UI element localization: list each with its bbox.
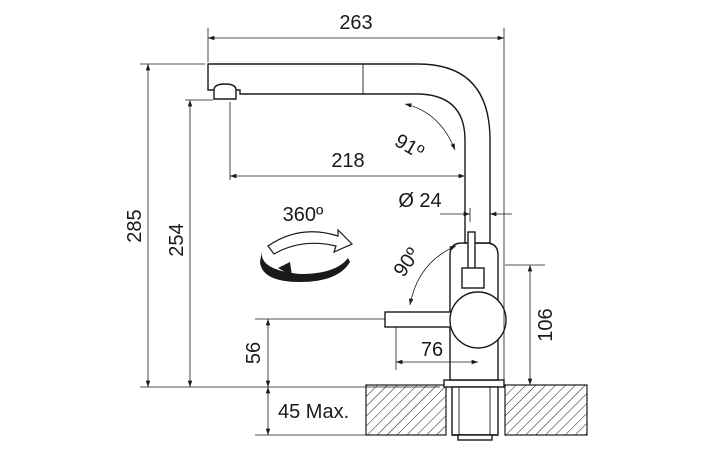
dimension-lines	[145, 35, 533, 435]
label-lever-angle: 90º	[390, 244, 425, 281]
label-lever-height: 56	[243, 342, 265, 364]
mounting-shank	[443, 379, 505, 441]
rotation-360-icon	[260, 228, 354, 282]
label-swivel: 360º	[283, 204, 324, 226]
angle-arc-91	[404, 103, 456, 151]
label-body-height: 106	[535, 308, 557, 341]
label-spout-height: 254	[166, 223, 188, 256]
label-spout-angle: 91º	[391, 130, 428, 164]
spout-pipe	[207, 63, 491, 244]
label-lever-length: 76	[421, 339, 443, 361]
label-overall-height: 285	[124, 209, 146, 242]
aerator-head	[213, 83, 237, 100]
label-pipe-diameter: Ø 24	[398, 190, 441, 212]
countertop	[365, 384, 588, 436]
label-max-deck-thickness: 45 Max.	[278, 401, 349, 423]
lever-handle	[384, 231, 507, 349]
angle-arc-90	[408, 245, 457, 306]
label-overall-width: 263	[339, 12, 372, 34]
label-spout-reach: 218	[331, 150, 364, 172]
